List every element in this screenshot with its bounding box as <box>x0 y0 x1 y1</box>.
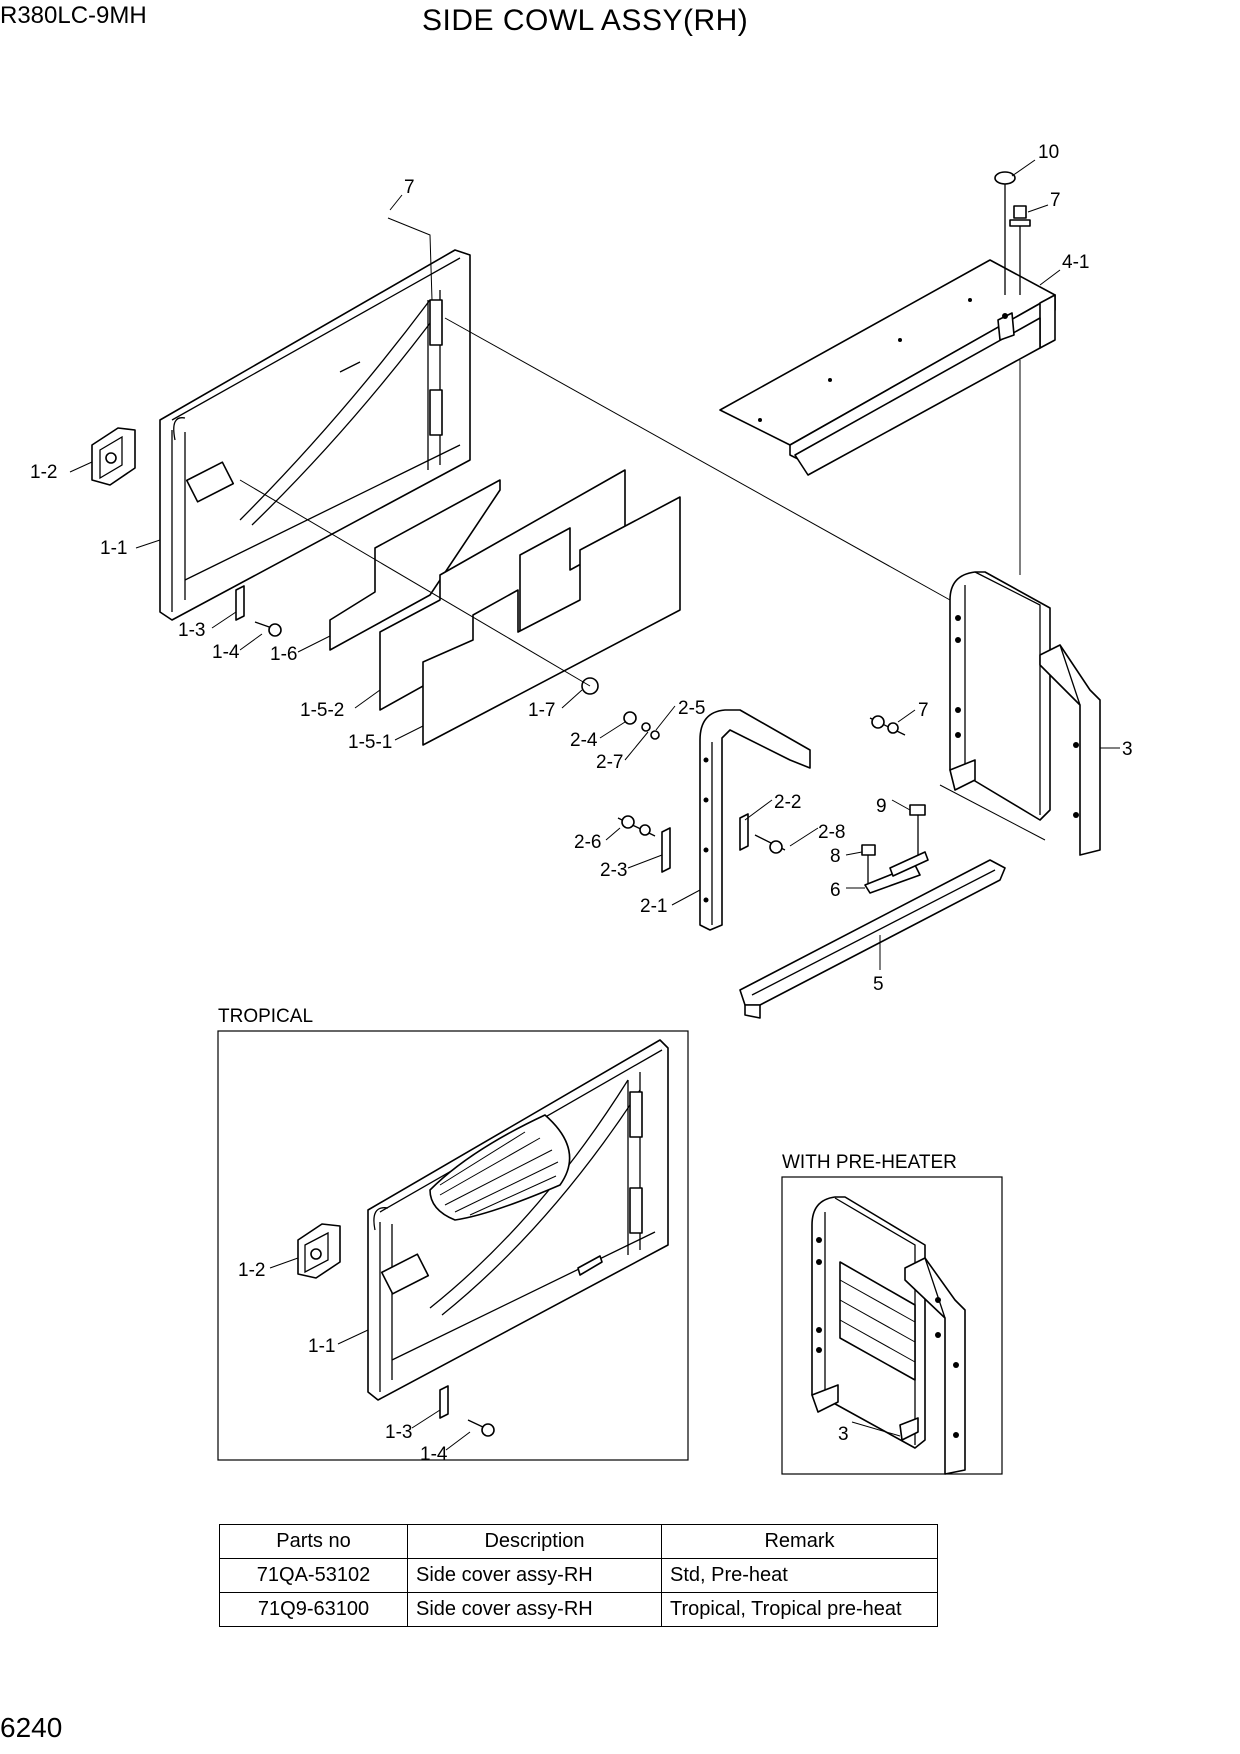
callout-label: 1-5-1 <box>348 732 392 753</box>
callout-label: 10 <box>1038 142 1059 163</box>
tropical-inset-box <box>217 1030 689 1461</box>
callout-label: 2-6 <box>574 832 601 853</box>
bolt-7-top <box>1009 205 1031 295</box>
table-header-row: Parts no Description Remark <box>219 1524 938 1559</box>
assembly-lines <box>239 217 1046 841</box>
callout-label: 9 <box>876 796 887 817</box>
cell-parts-no: 71Q9-63100 <box>219 1592 408 1627</box>
page-number: 6240 <box>0 1712 63 1743</box>
callout-label: 6 <box>830 880 841 901</box>
cell-parts-no: 71QA-53102 <box>219 1558 408 1593</box>
callout-label: 4-1 <box>1062 252 1089 273</box>
bolt-2-8 <box>754 834 786 854</box>
tropical-side-cover <box>367 1039 669 1401</box>
tropical-leaders <box>269 1257 471 1451</box>
insulation-pad-1-6 <box>329 479 501 651</box>
insulation-pad-1-5-1 <box>422 496 681 746</box>
callout-label: 1-7 <box>528 700 555 721</box>
table-row: 71Q9-63100 Side cover assy-RH Tropical, … <box>219 1592 938 1627</box>
plug-10 <box>994 171 1016 295</box>
bottom-rail-5 <box>739 859 1006 1019</box>
callout-label: 1-2 <box>30 462 57 483</box>
callout-label: 1-6 <box>270 644 297 665</box>
clip-2-2 <box>739 813 749 851</box>
bracket-1-3 <box>235 585 245 621</box>
callout-label: 1-1 <box>100 538 127 559</box>
clip-2-3 <box>661 827 671 873</box>
tropical-handle <box>297 1223 341 1279</box>
callout-label: 2-4 <box>570 730 598 751</box>
callout-label: 1-2 <box>238 1260 265 1281</box>
side-cover-frame <box>159 249 471 621</box>
tropical-bracket-1-3 <box>439 1385 449 1419</box>
side-duct-3 <box>949 571 1101 856</box>
callout-label: 2-3 <box>600 860 627 881</box>
model-number: R380LC-9MH <box>0 2 147 29</box>
callout-label: 2-1 <box>640 896 667 917</box>
callout-label: 8 <box>830 846 841 867</box>
bolt-2-4 <box>623 711 660 740</box>
callout-label: 2-7 <box>596 752 623 773</box>
table-row: 71QA-53102 Side cover assy-RH Std, Pre-h… <box>219 1558 938 1593</box>
column-header-parts-no: Parts no <box>219 1524 408 1559</box>
callout-label: 7 <box>918 700 929 721</box>
main-callout-labels: 7 10 7 4-1 1-2 1-1 1-3 1-4 1-6 1-5-2 1-5… <box>30 142 1133 995</box>
bolt-7-side <box>869 715 906 736</box>
callout-label: 3 <box>1122 739 1133 760</box>
handle-part <box>91 427 136 486</box>
callout-label: 3 <box>838 1424 849 1445</box>
pre-heater-side-duct <box>811 1196 966 1475</box>
bolt-1-4 <box>254 621 282 637</box>
callout-label: 2-2 <box>774 792 801 813</box>
callout-label: 2-5 <box>678 698 705 719</box>
cell-description: Side cover assy-RH <box>407 1592 662 1627</box>
callout-label: 2-8 <box>818 822 845 843</box>
latch-parts <box>861 804 929 894</box>
callout-leaders <box>69 159 1120 970</box>
callout-label: 7 <box>404 177 415 198</box>
column-header-remark: Remark <box>661 1524 938 1559</box>
callout-label: 5 <box>873 974 884 995</box>
cell-remark: Std, Pre-heat <box>661 1558 938 1593</box>
callout-label: 1-4 <box>420 1444 448 1465</box>
bracket-2-1 <box>699 709 811 931</box>
column-header-description: Description <box>407 1524 662 1559</box>
top-plate-4-1 <box>719 259 1056 476</box>
callout-label: 1-3 <box>385 1422 412 1443</box>
page-title: SIDE COWL ASSY(RH) <box>422 4 749 37</box>
pre-heater-section-title: WITH PRE-HEATER <box>782 1152 957 1173</box>
parts-table: Parts no Description Remark 71QA-53102 S… <box>219 1524 938 1627</box>
pre-heater-inset-box <box>781 1176 1003 1475</box>
callout-label: 1-5-2 <box>300 700 344 721</box>
tropical-section-title: TROPICAL <box>218 1006 313 1027</box>
tropical-bolt-1-4 <box>467 1419 495 1437</box>
callout-label: 1-1 <box>308 1336 335 1357</box>
bolt-2-6 <box>617 815 656 837</box>
callout-label: 7 <box>1050 190 1061 211</box>
pre-heater-leader <box>851 1421 901 1437</box>
cell-remark: Tropical, Tropical pre-heat <box>661 1592 938 1627</box>
callout-label: 1-4 <box>212 642 240 663</box>
cell-description: Side cover assy-RH <box>407 1558 662 1593</box>
callout-label: 1-3 <box>178 620 205 641</box>
tropical-callout-labels: 1-2 1-1 1-3 1-4 <box>238 1260 448 1465</box>
